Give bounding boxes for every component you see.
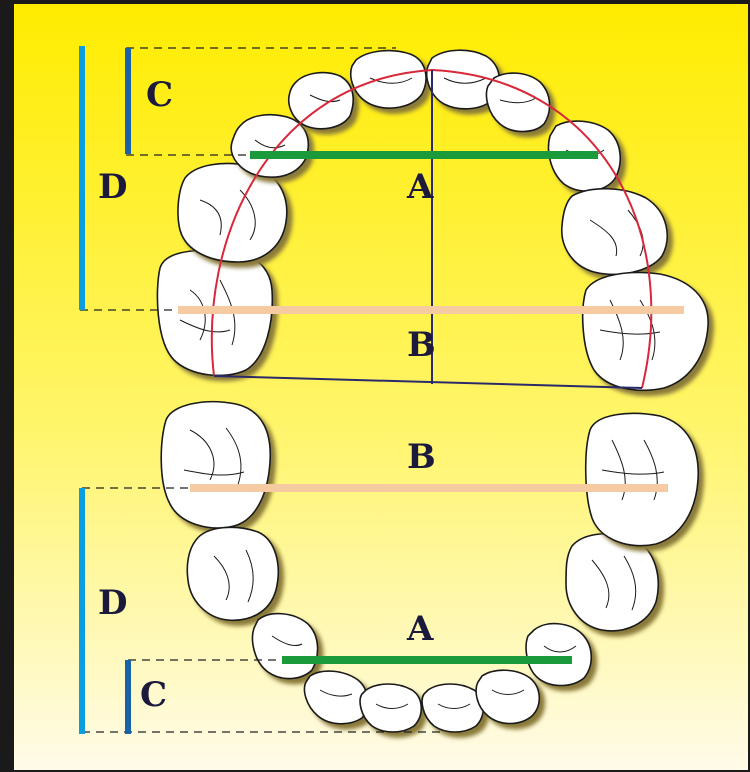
upper-tooth xyxy=(231,115,308,177)
upper-tooth xyxy=(562,189,667,275)
lower-label-d: D xyxy=(98,583,127,623)
upper-tooth xyxy=(289,73,353,129)
upper-label-c: C xyxy=(146,75,173,115)
lower-tooth xyxy=(526,624,591,686)
lower-tooth xyxy=(566,534,658,631)
upper-label-d: D xyxy=(98,167,127,207)
upper-label-a: A xyxy=(406,167,434,207)
upper-tooth xyxy=(351,51,426,108)
lower-label-b: B xyxy=(407,437,436,477)
upper-tooth xyxy=(178,163,287,262)
lower-tooth xyxy=(586,413,698,545)
lower-tooth xyxy=(161,402,270,528)
lower-label-a: A xyxy=(406,609,434,649)
lower-label-c: C xyxy=(140,675,167,715)
lower-tooth xyxy=(187,527,278,620)
upper-label-b: B xyxy=(407,325,436,365)
